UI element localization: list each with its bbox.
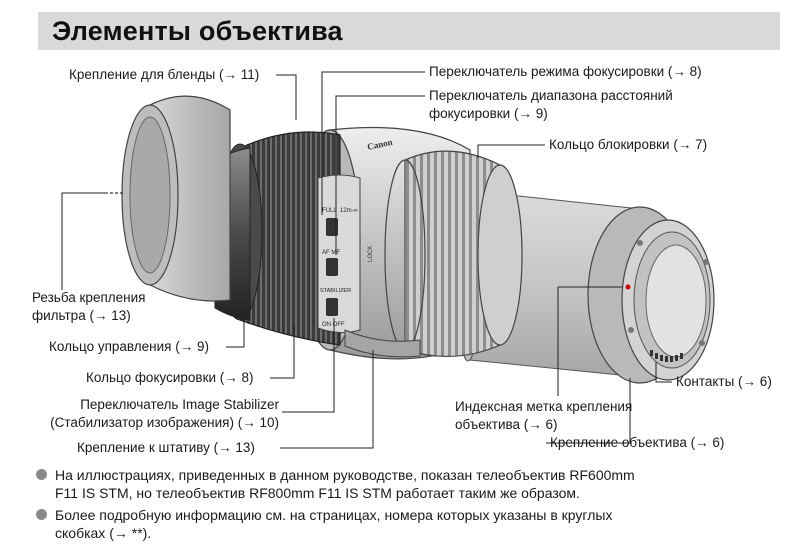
label-distance-range-line2: фокусировки (→ 9) [429,106,548,121]
lens-mark-dist: 12m-∞ [340,208,358,214]
leader-lines [61,71,672,449]
label-distance-range-line1: Переключатель диапазона расстояний [429,88,673,103]
label-filter-thread: Резьба крепления фильтра (→ 13) [32,289,145,325]
note-1-line2: F11 IS STM, но телеобъектив RF800mm F11 … [55,485,580,501]
note-item: Более подробную информацию см. на страни… [36,506,786,542]
lens-mark-stabilizer: STABILIZER [320,288,351,294]
note-2-line1: Более подробную информацию см. на страни… [55,507,613,523]
bullet-icon [36,509,47,520]
label-filter-thread-line1: Резьба крепления [32,290,146,305]
label-contacts: Контакты (→ 6) [676,374,772,389]
label-focus-ring: Кольцо фокусировки (→ 8) [86,370,254,385]
label-mount-index: Индексная метка крепления объектива (→ 6… [455,398,632,434]
notes-list: На иллюстрациях, приведенных в данном ру… [36,466,786,546]
label-is-switch-line2: (Стабилизатор изображения) (→ 10) [50,415,279,430]
title-bar: Элементы объектива [38,12,780,50]
is-switch-knob[interactable] [326,298,338,316]
page-title: Элементы объектива [52,16,343,46]
label-lock-ring: Кольцо блокировки (→ 7) [549,137,708,152]
note-1-line1: На иллюстрациях, приведенных в данном ру… [55,467,635,483]
tripod-mount [344,329,421,358]
label-is-switch: Переключатель Image Stabilizer (Стабилиз… [26,396,279,432]
switch-panel: FULL 12m-∞ AF MF STABILIZER ON OFF [317,174,361,334]
label-tripod-mount: Крепление к штативу (→ 13) [77,440,255,455]
label-mount-index-line2: объектива (→ 6) [455,417,558,432]
label-distance-range-switch: Переключатель диапазона расстояний фокус… [429,87,673,123]
note-item: На иллюстрациях, приведенных в данном ру… [36,466,786,502]
rear-mount-assembly [587,206,715,384]
lens-mark-afmf: AF MF [322,250,340,256]
label-focus-mode-switch: Переключатель режима фокусировки (→ 8) [429,64,702,79]
label-filter-thread-line2: фильтра (→ 13) [32,308,131,323]
lock-ring [384,150,523,357]
lens-mark-lock: LOCK [368,246,374,262]
lens-mark-full: FULL [322,208,337,214]
focus-mode-switch-knob[interactable] [326,218,338,236]
lens-mark-onoff: ON OFF [322,322,345,328]
label-lens-mount: Крепление объектива (→ 6) [550,435,725,450]
label-control-ring: Кольцо управления (→ 9) [49,339,209,354]
label-is-switch-line1: Переключатель Image Stabilizer [80,397,279,412]
bullet-icon [36,469,47,480]
lens-hood [110,95,231,302]
label-hood-mount: Крепление для бленды (→ 11) [69,67,260,82]
distance-range-switch-knob[interactable] [326,258,338,276]
label-mount-index-line1: Индексная метка крепления [455,399,633,414]
note-2-line2: скобках (→ **). [55,525,152,541]
